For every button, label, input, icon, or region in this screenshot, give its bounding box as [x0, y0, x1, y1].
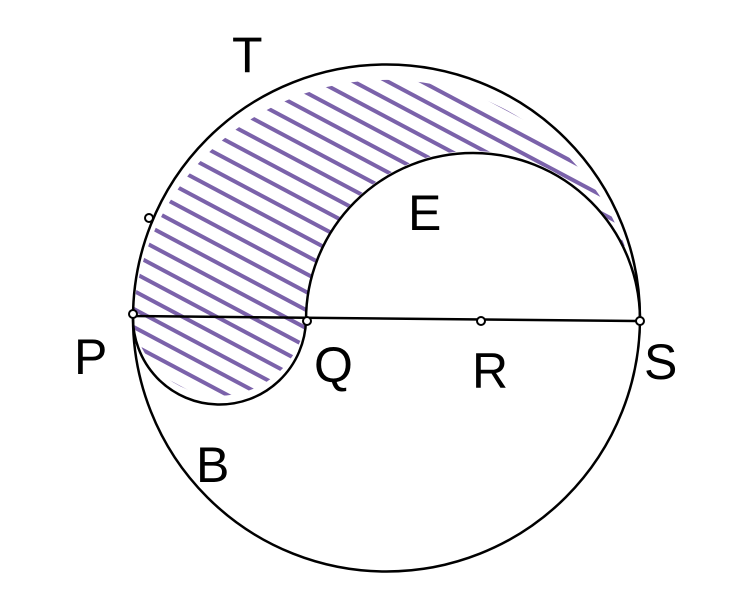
- point-R: [476, 316, 486, 326]
- label-B: B: [196, 437, 230, 493]
- label-S: S: [644, 334, 678, 390]
- label-P: P: [74, 329, 108, 385]
- semicircle-QS: [304, 151, 642, 321]
- point-P: [128, 309, 138, 319]
- label-Q: Q: [314, 337, 353, 393]
- label-E: E: [408, 185, 442, 241]
- semicircle-PQ: [131, 315, 308, 406]
- point-on-arc: [144, 213, 154, 223]
- label-R: R: [472, 343, 509, 399]
- label-T: T: [232, 27, 263, 83]
- diameter-PS: [132, 314, 641, 323]
- point-S: [635, 316, 645, 326]
- point-Q: [302, 316, 312, 326]
